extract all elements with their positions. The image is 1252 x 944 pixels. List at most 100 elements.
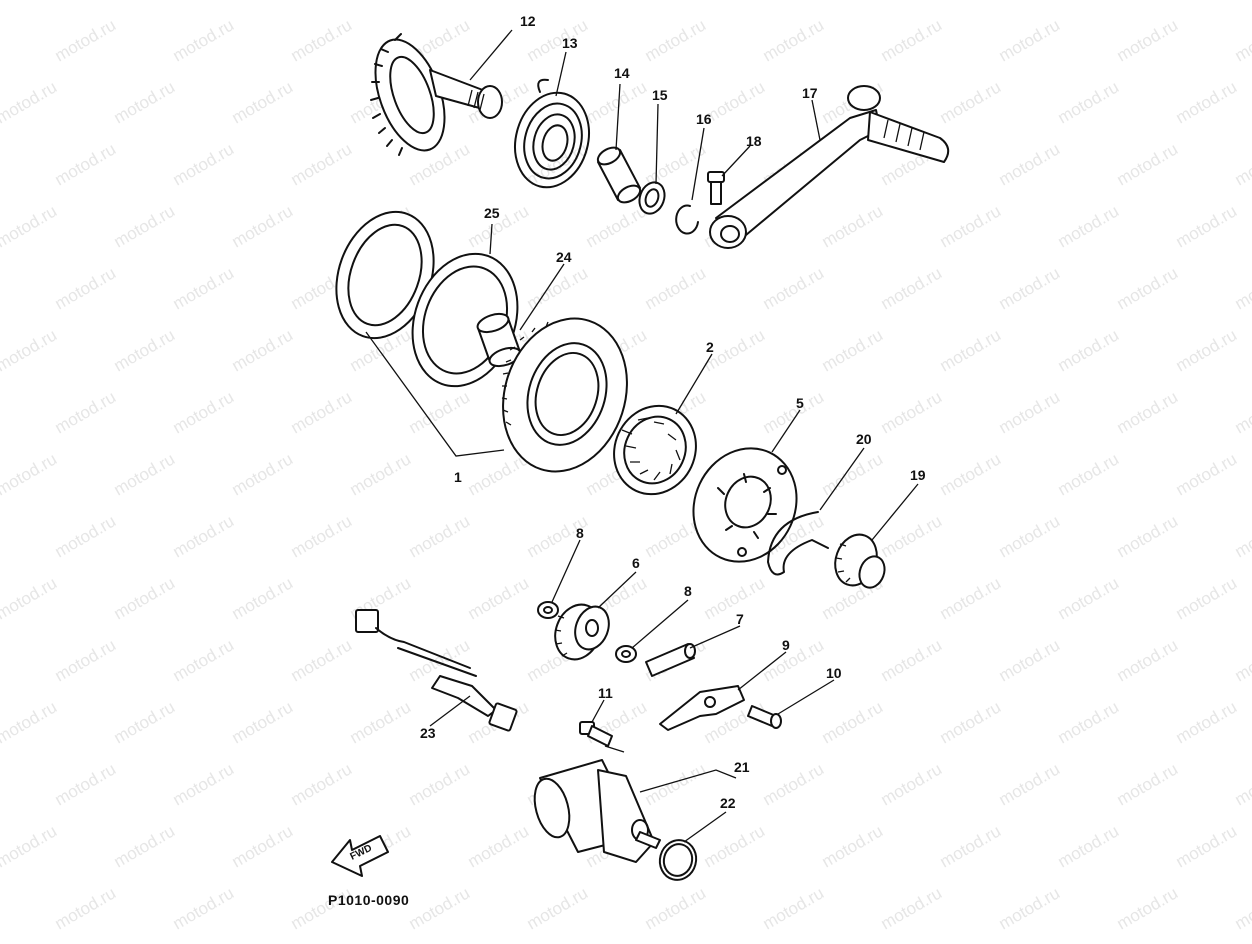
watermark-text: motod.ru [1055,325,1123,375]
watermark-text: motod.ru [1114,139,1182,189]
watermark-text: motod.ru [170,139,238,189]
diagram-code: P1010-0090 [328,892,409,908]
watermark-text: motod.ru [406,511,474,561]
watermark-text: motod.ru [1114,15,1182,65]
watermark-text: motod.ru [1232,883,1252,933]
watermark-text: motod.ru [1232,387,1252,437]
watermark-text: motod.ru [1173,449,1241,499]
watermark-text: motod.ru [878,387,946,437]
watermark-text: motod.ru [1114,387,1182,437]
part-label: 23 [420,725,436,741]
watermark-text: motod.ru [111,573,179,623]
watermark-text: motod.ru [819,821,887,871]
watermark-text: motod.ru [229,77,297,127]
watermark-text: motod.ru [937,325,1005,375]
watermark-text: motod.ru [1055,449,1123,499]
part-label: 18 [746,133,762,149]
watermark-text: motod.ru [1114,635,1182,685]
watermark-text: motod.ru [0,759,1,809]
watermark-text: motod.ru [111,325,179,375]
part-label: 11 [598,685,613,701]
o-ring-22 [655,836,700,884]
part-label: 12 [520,13,536,29]
watermark-text: motod.ru [170,883,238,933]
part-label: 10 [826,665,842,681]
watermark-text: motod.ru [878,759,946,809]
watermark-text: motod.ru [52,263,120,313]
watermark-text: motod.ru [1173,821,1241,871]
fwd-arrow-icon: FWD [332,836,388,876]
watermark-text: motod.ru [878,511,946,561]
watermark-text: motod.ru [583,77,651,127]
watermark-text: motod.ru [996,263,1064,313]
watermark-text: motod.ru [347,449,415,499]
part-label: 1 [454,469,462,485]
part-label: 24 [556,249,572,265]
part-label: 13 [562,35,578,51]
pinion-gear-19 [828,529,888,592]
watermark-text: motod.ru [170,387,238,437]
watermark-text: motod.ru [1173,77,1241,127]
watermark-text: motod.ru [819,449,887,499]
watermark-text: motod.ru [111,77,179,127]
part-label: 17 [802,85,818,101]
part-label: 14 [614,65,630,81]
watermark-text: motod.ru [819,201,887,251]
watermark-text: motod.ru [937,77,1005,127]
part-label: 8 [684,583,692,599]
watermark-text: motod.ru [1232,759,1252,809]
watermark-text: motod.ru [1232,139,1252,189]
watermark-text: motod.ru [52,883,120,933]
part-label: 9 [782,637,790,653]
watermark-text: motod.ru [288,511,356,561]
sleeve [595,144,643,206]
part-label: 8 [576,525,584,541]
watermark-text: motod.ru [111,697,179,747]
watermark-text: motod.ru [111,201,179,251]
watermark-text: motod.ru [0,511,1,561]
watermark-text: motod.ru [0,0,60,3]
part-label: 15 [652,87,668,103]
watermark-text: motod.ru [1232,635,1252,685]
watermark-text: motod.ru [111,821,179,871]
watermark-text: motod.ru [0,449,60,499]
watermark-text: motod.ru [0,325,60,375]
watermark-text: motod.ru [52,511,120,561]
watermark-text: motod.ru [347,697,415,747]
watermark-text: motod.ru [1232,263,1252,313]
watermark-text: motod.ru [229,201,297,251]
part-label: 25 [484,205,500,221]
watermark-text: motod.ru [288,387,356,437]
circlip-16 [676,206,698,234]
watermark-text: motod.ru [465,573,533,623]
watermark-text: motod.ru [0,77,60,127]
watermark-text: motod.ru [996,387,1064,437]
watermark-text: motod.ru [406,883,474,933]
watermark-text: motod.ru [996,511,1064,561]
watermark-text: motod.ru [1114,511,1182,561]
watermark-text: motod.ru [642,15,710,65]
watermark-text: motod.ru [937,573,1005,623]
washer-8b [616,646,636,662]
watermark-text: motod.ru [465,821,533,871]
watermark-text: motod.ru [1232,15,1252,65]
watermark-text: motod.ru [347,0,415,3]
watermark-text: motod.ru [1055,77,1123,127]
watermark-text: motod.ru [1055,697,1123,747]
watermark-text: motod.ru [52,15,120,65]
watermark-text: motod.ru [524,883,592,933]
watermark-text: motod.ru [170,15,238,65]
watermark-text: motod.ru [1173,573,1241,623]
part-label: 19 [910,467,926,483]
watermark-text: motod.ru [288,15,356,65]
watermark-text: motod.ru [52,759,120,809]
watermark-text: motod.ru [996,635,1064,685]
watermark-text: motod.ru [878,15,946,65]
watermark-text: motod.ru [760,387,828,437]
part-label: 21 [734,759,750,775]
watermark-text: motod.ru [760,883,828,933]
watermark-text: motod.ru [1114,883,1182,933]
watermark-text: motod.ru [996,883,1064,933]
watermark-text: motod.ru [229,0,297,3]
watermark-text: motod.ru [642,759,710,809]
